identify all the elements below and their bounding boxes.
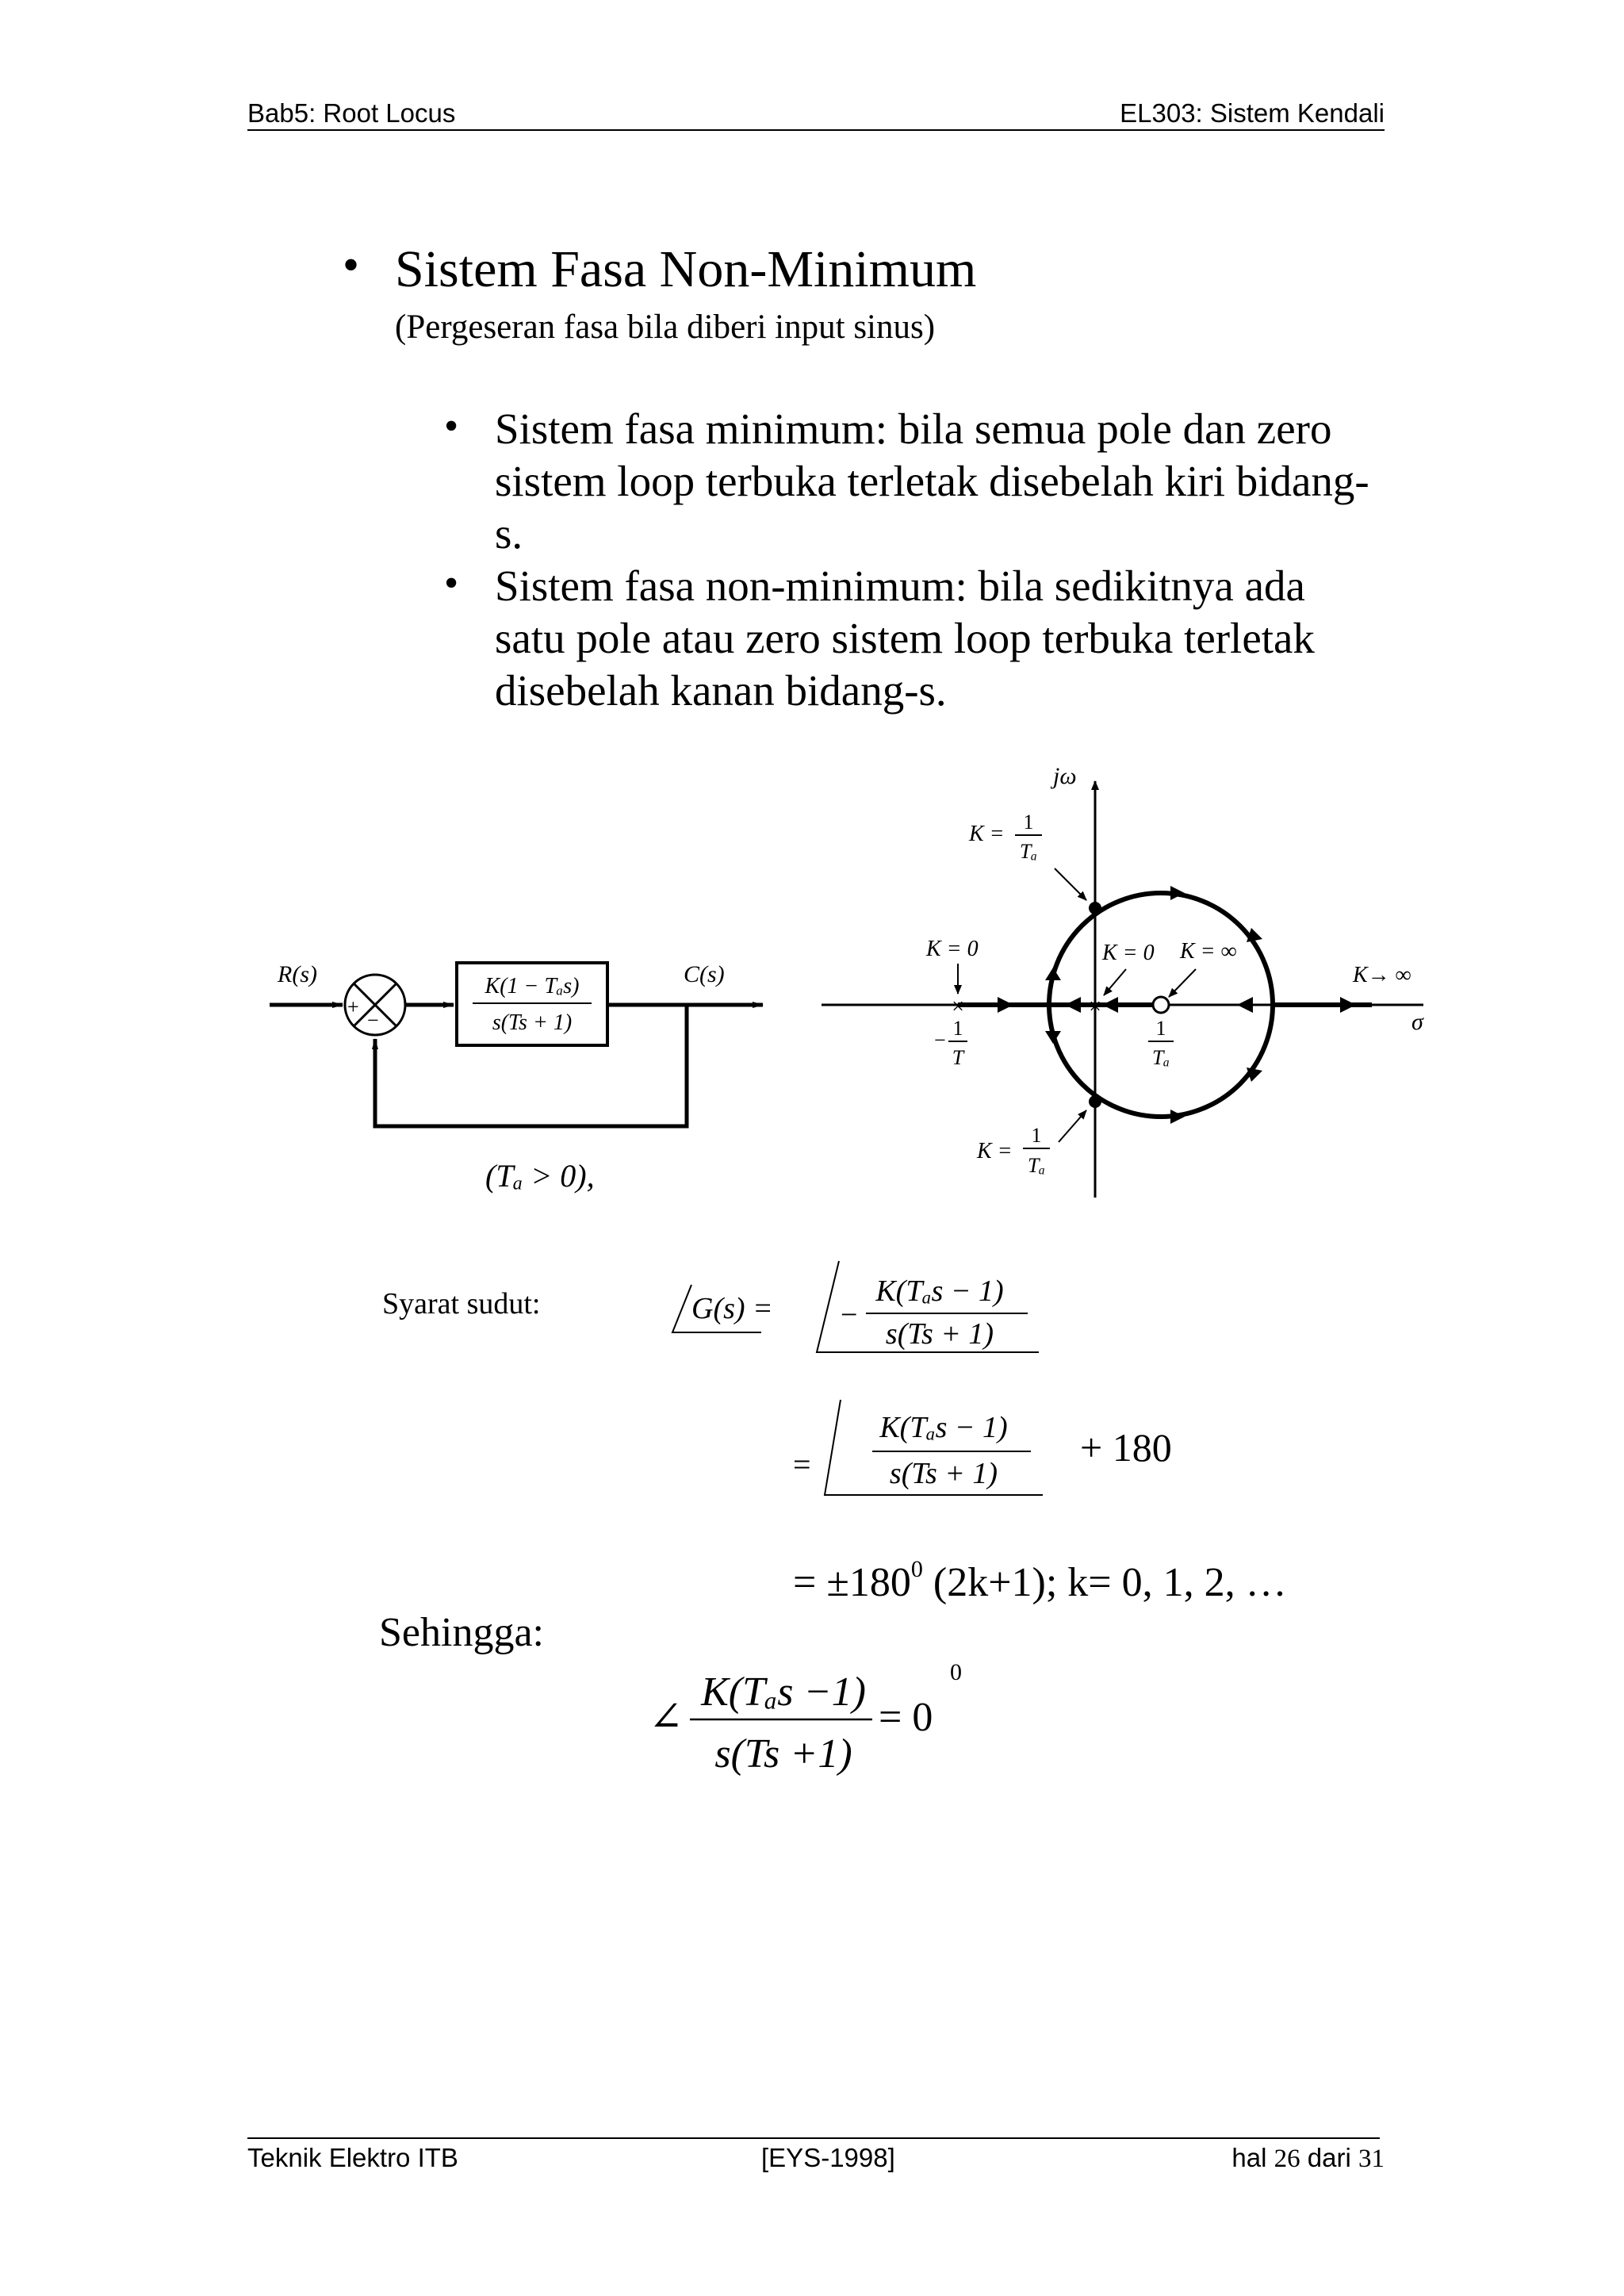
- footer-of: dari: [1300, 2143, 1358, 2172]
- input-label: R(s): [277, 961, 317, 987]
- arrow-circle-lower-left: [1045, 1031, 1061, 1044]
- angle-symbol-eq1: [815, 1260, 1039, 1353]
- k-bot-label: K =: [976, 1139, 1013, 1163]
- k-top-label: K =: [968, 822, 1005, 846]
- arrow-inner-left: [1065, 997, 1081, 1013]
- header-left: Bab5: Root Locus: [247, 98, 456, 128]
- plus-sign: +: [347, 995, 359, 1018]
- eq3-sup: 0: [911, 1556, 923, 1582]
- zero-mark: [1151, 995, 1170, 1014]
- sum-cross-b: [353, 983, 397, 1027]
- k-bot-den: Tₐ: [1028, 1154, 1045, 1177]
- eq1-num: K(Tₐs − 1): [875, 1274, 1003, 1308]
- bullet-dot-2: •: [444, 561, 459, 606]
- angle-condition: Syarat sudut: G(s) = − K(Tₐs − 1) s(Ts +…: [382, 1260, 1287, 1605]
- crossing-top: [1089, 902, 1101, 914]
- arrow-circle-upper-right: [1247, 928, 1262, 942]
- pole-left-sign: −: [934, 1029, 946, 1052]
- pole-left-num: 1: [953, 1017, 963, 1040]
- arrow-right-branch: [1340, 997, 1356, 1013]
- footer-rule: [247, 2137, 1380, 2139]
- jw-label: jω: [1050, 763, 1077, 789]
- title-bullet: •: [343, 239, 360, 291]
- eq2-den: s(Ts + 1): [890, 1457, 998, 1490]
- footer-page-prefix: hal: [1231, 2143, 1274, 2172]
- result-rhs: = 0: [879, 1695, 933, 1740]
- k-inf-pointer: [1168, 968, 1197, 998]
- result-equation: Sehingga: ∠ K(Tₐs −1) s(Ts +1) = 0 0: [379, 1610, 962, 1777]
- condition-text: (Tₐ > 0),: [485, 1158, 595, 1194]
- minus-sign: −: [367, 1009, 379, 1032]
- angle-symbol-lhs: [671, 1284, 761, 1333]
- bullet-2-line-1: Sistem fasa non-minimum: bila sedikitnya…: [495, 562, 1305, 610]
- bullet-1: Sistem fasa minimum: bila semua pole dan…: [495, 403, 1369, 560]
- pole-left-den: T: [952, 1046, 965, 1069]
- output-label: C(s): [684, 961, 725, 987]
- arrow-circle-bottom: [1170, 1110, 1185, 1124]
- feedback-path: [372, 1005, 689, 1129]
- section-title: Sistem Fasa Non-Minimum: [395, 240, 977, 298]
- k-to-inf-label: K→ ∞: [1352, 963, 1411, 987]
- pole-origin-mark: ×: [1089, 995, 1101, 1019]
- result-sup: 0: [950, 1659, 962, 1685]
- result-num: K(Tₐs −1): [700, 1669, 866, 1715]
- arrow-inner-mid: [1102, 997, 1118, 1013]
- bullet-1-line-2: sistem loop terbuka terletak disebelah k…: [495, 457, 1369, 505]
- result-label: Sehingga:: [379, 1610, 544, 1655]
- bullet-1-line-1: Sistem fasa minimum: bila semua pole dan…: [495, 404, 1332, 453]
- eq1-sign: −: [841, 1298, 857, 1332]
- k-bot-num: 1: [1032, 1124, 1042, 1147]
- eq2-suffix: + 180: [1080, 1425, 1172, 1470]
- footer-right: hal 26 dari 31: [1231, 2143, 1385, 2174]
- section-subtitle: (Pergeseran fasa bila diberi input sinus…: [395, 309, 936, 346]
- bullet-2: Sistem fasa non-minimum: bila sedikitnya…: [495, 560, 1315, 717]
- zero-den: Tₐ: [1152, 1046, 1170, 1069]
- k-top-den: Tₐ: [1020, 840, 1037, 863]
- zero-num: 1: [1156, 1017, 1166, 1040]
- arrow-circle-top: [1170, 886, 1185, 900]
- footer-center: [EYS-1998]: [761, 2143, 895, 2172]
- arrow-circle-lower-right: [1247, 1068, 1262, 1082]
- bullet-2-line-2: satu pole atau zero sistem loop terbuka …: [495, 614, 1315, 662]
- eq3-tail: (2k+1); k= 0, 1, 2, …: [923, 1560, 1287, 1605]
- bullet-2-line-3: disebelah kanan bidang-s.: [495, 666, 947, 715]
- k-zero-left-label: K = 0: [925, 937, 979, 961]
- bullet-dot-1: •: [444, 404, 459, 449]
- tf-numerator: K(1 − Tₐs): [485, 974, 580, 999]
- angle-label: Syarat sudut:: [382, 1287, 540, 1320]
- eq3-head: = ±180: [793, 1560, 911, 1605]
- block-diagram: R(s) + − K(1 − Tₐs) s(Ts + 1) C(s) (Tₐ >…: [270, 961, 764, 1194]
- tf-denominator: s(Ts + 1): [492, 1010, 572, 1035]
- k-zero-origin-pointer: [1103, 968, 1127, 996]
- eq-lhs: G(s) =: [691, 1292, 773, 1325]
- arrow-circle-upper-left: [1045, 968, 1061, 980]
- root-locus: jω σ × × K = 1 Tₐ K = 0 − 1: [822, 763, 1424, 1198]
- arrow-left-branch: [998, 997, 1013, 1013]
- pole-left-mark: ×: [952, 995, 964, 1019]
- eq3-main: = ±1800 (2k+1); k= 0, 1, 2, …: [793, 1556, 1287, 1605]
- result-den: s(Ts +1): [714, 1731, 852, 1777]
- arrow-zero-side: [1237, 997, 1253, 1013]
- angle-symbol-eq2: [823, 1399, 1043, 1496]
- sigma-label: σ: [1411, 1009, 1424, 1035]
- k-bot-pointer: [1058, 1110, 1087, 1143]
- k-top-num: 1: [1024, 811, 1034, 834]
- eq2-num: K(Tₐs − 1): [879, 1411, 1007, 1444]
- k-inf-label: K = ∞: [1179, 939, 1237, 964]
- k-zero-origin-label: K = 0: [1101, 941, 1155, 965]
- result-angle: ∠: [649, 1695, 684, 1740]
- footer-left: Teknik Elektro ITB: [247, 2143, 458, 2172]
- header-right: EL303: Sistem Kendali: [1120, 98, 1385, 128]
- footer-page-number: 26: [1274, 2145, 1300, 2173]
- eq1-den: s(Ts + 1): [886, 1317, 994, 1351]
- header-rule: [247, 129, 1385, 131]
- k-top-pointer: [1054, 868, 1087, 901]
- eq2-prefix: =: [793, 1447, 811, 1482]
- footer-total-pages: 31: [1358, 2145, 1385, 2173]
- bullet-1-line-3: s.: [495, 509, 523, 558]
- crossing-bottom: [1089, 1095, 1101, 1108]
